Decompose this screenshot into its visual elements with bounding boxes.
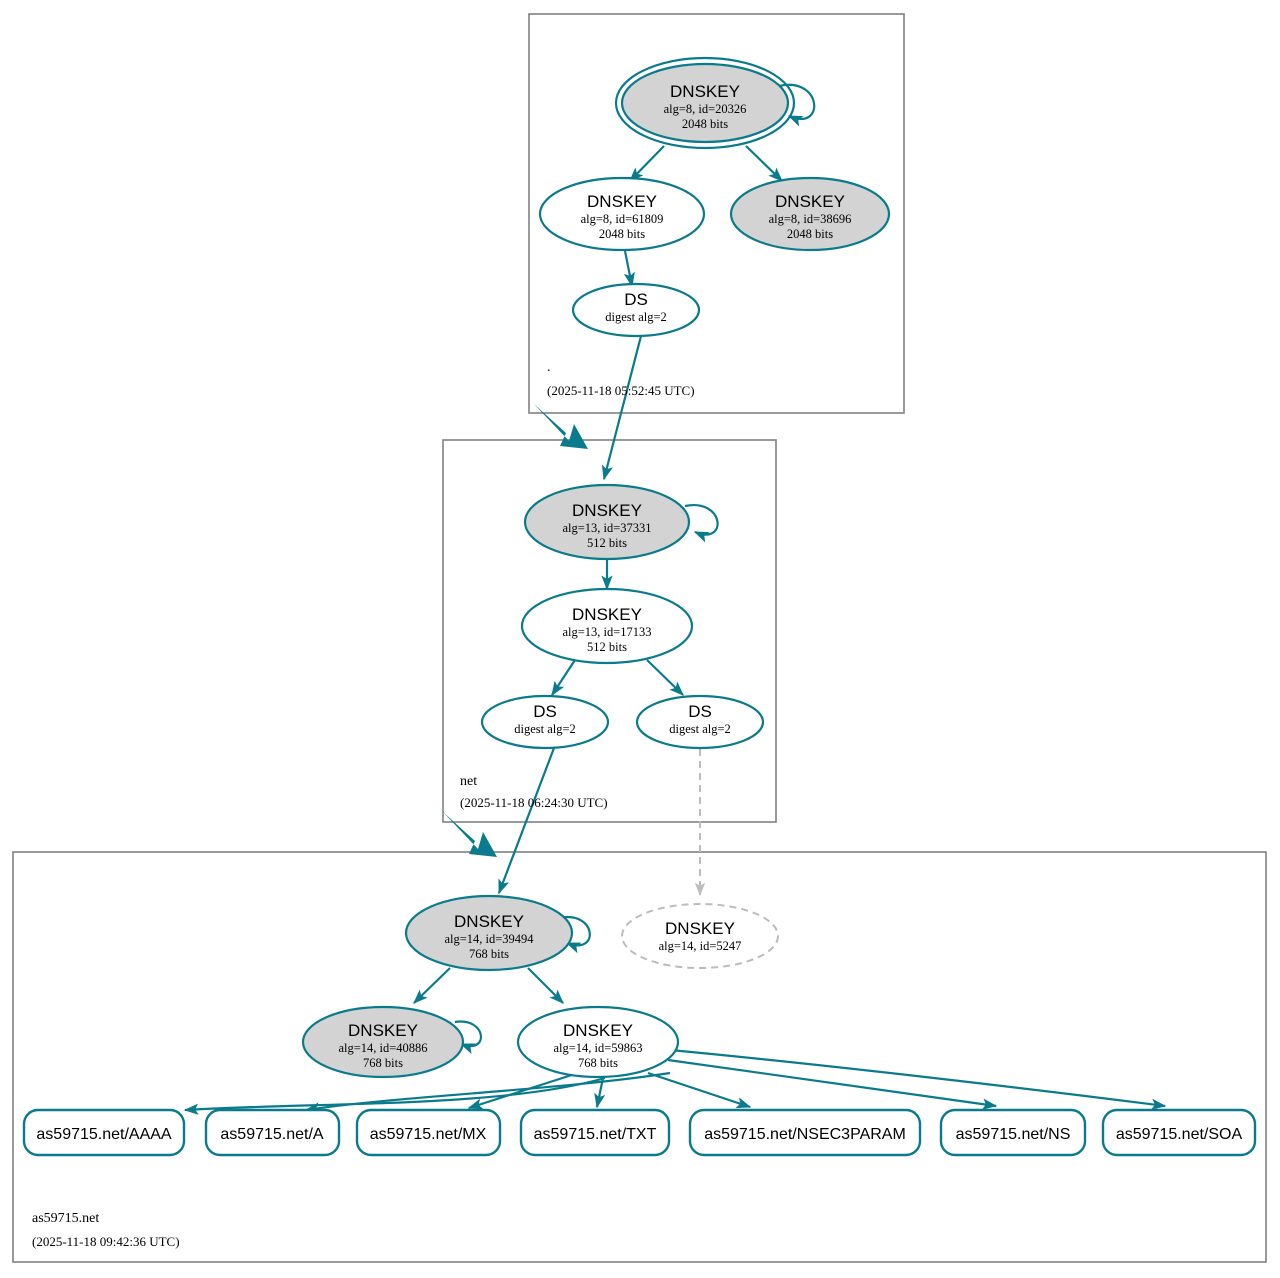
edge-zsk-to-rrset-nsec3param	[647, 1071, 752, 1109]
node-root-ksk-params: alg=8, id=20326	[664, 102, 747, 116]
edge-zone-ksk-to-key40886	[413, 967, 451, 1004]
rrset-txt-label: as59715.net/TXT	[534, 1126, 657, 1143]
node-zone-key-40886-size: 768 bits	[363, 1056, 403, 1070]
node-root-zsk-title: DNSKEY	[587, 192, 657, 211]
node-net-ksk-size: 512 bits	[587, 536, 627, 550]
edge-root-zsk-to-ds	[623, 250, 635, 288]
edge-zone-ksk-to-zsk	[527, 967, 564, 1004]
node-root-zsk-params: alg=8, id=61809	[581, 212, 664, 226]
edge-key40886-self-sign	[454, 1020, 483, 1055]
delegation-arrow-root-to-net	[534, 404, 588, 449]
node-zone-ghost-key-title: DNSKEY	[665, 919, 735, 938]
node-root-key-38696-title: DNSKEY	[775, 192, 845, 211]
node-net-ds-left-params: digest alg=2	[514, 722, 576, 736]
delegation-arrow-net-to-as59715	[443, 812, 497, 857]
edge-zsk-to-rrset-soa	[669, 1048, 1167, 1110]
rrset-mx[interactable]: as59715.net/MX	[355, 1108, 502, 1157]
edge-zsk-to-rrset-ns	[667, 1058, 998, 1110]
node-net-ds-right[interactable]: DS digest alg=2	[635, 694, 765, 750]
rrset-a-label: as59715.net/A	[220, 1126, 324, 1143]
edge-net-zsk-to-ds-right	[646, 659, 684, 696]
zone-timestamp-as59715: (2025-11-18 09:42:36 UTC)	[32, 1234, 180, 1249]
edge-root-ksk-to-zsk	[629, 145, 665, 182]
edge-net-zsk-to-ds-left	[551, 659, 576, 697]
node-zone-zsk-title: DNSKEY	[563, 1021, 633, 1040]
rrset-mx-label: as59715.net/MX	[370, 1126, 487, 1143]
edge-root-ksk-self-sign	[778, 83, 816, 127]
zone-box-root	[528, 13, 905, 414]
node-zone-key-40886-params: alg=14, id=40886	[338, 1041, 427, 1055]
node-net-ds-right-params: digest alg=2	[669, 722, 731, 736]
node-net-zsk-params: alg=13, id=17133	[562, 625, 651, 639]
node-root-ksk[interactable]: DNSKEY alg=8, id=20326 2048 bits	[614, 56, 796, 150]
node-zone-ksk-title: DNSKEY	[454, 912, 524, 931]
node-root-key-38696-params: alg=8, id=38696	[769, 212, 852, 226]
rrset-aaaa-label: as59715.net/AAAA	[36, 1126, 172, 1143]
node-net-zsk-title: DNSKEY	[572, 605, 642, 624]
node-zone-ksk-size: 768 bits	[469, 947, 509, 961]
zone-label-as59715: as59715.net	[32, 1211, 99, 1226]
node-zone-zsk[interactable]: DNSKEY alg=14, id=59863 768 bits	[516, 1005, 680, 1079]
edge-root-ds-to-net-ksk	[601, 335, 643, 481]
node-net-ds-right-title: DS	[688, 702, 712, 721]
node-zone-key-40886[interactable]: DNSKEY alg=14, id=40886 768 bits	[301, 1005, 465, 1079]
node-root-ksk-size: 2048 bits	[682, 117, 728, 131]
node-net-ksk-params: alg=13, id=37331	[562, 521, 651, 535]
node-zone-ghost-key[interactable]: DNSKEY alg=14, id=5247	[621, 903, 779, 969]
node-net-ds-left[interactable]: DS digest alg=2	[480, 694, 610, 750]
edge-zone-ksk-self-sign	[558, 915, 591, 954]
node-net-ksk[interactable]: DNSKEY alg=13, id=37331 512 bits	[523, 483, 691, 561]
node-root-zsk[interactable]: DNSKEY alg=8, id=61809 2048 bits	[538, 176, 706, 252]
edge-net-ksk-self-sign	[684, 504, 719, 543]
node-zone-zsk-params: alg=14, id=59863	[553, 1041, 642, 1055]
zone-timestamp-root: (2025-11-18 05:52:45 UTC)	[547, 383, 695, 398]
rrset-nsec3param[interactable]: as59715.net/NSEC3PARAM	[688, 1108, 922, 1157]
node-net-zsk-size: 512 bits	[587, 640, 627, 654]
node-zone-zsk-size: 768 bits	[578, 1056, 618, 1070]
node-zone-ksk[interactable]: DNSKEY alg=14, id=39494 768 bits	[404, 894, 574, 972]
node-zone-ksk-params: alg=14, id=39494	[444, 932, 534, 946]
edge-zsk-to-rrset-a	[304, 1071, 671, 1114]
rrset-ns[interactable]: as59715.net/NS	[939, 1108, 1087, 1157]
edge-root-ksk-to-key38696	[745, 145, 783, 182]
rrset-soa-label: as59715.net/SOA	[1116, 1126, 1243, 1143]
node-root-ksk-title: DNSKEY	[670, 82, 740, 101]
node-root-ds[interactable]: DS digest alg=2	[571, 282, 701, 338]
rrset-soa[interactable]: as59715.net/SOA	[1101, 1108, 1257, 1157]
rrset-txt[interactable]: as59715.net/TXT	[519, 1108, 671, 1157]
zone-box-net	[442, 439, 777, 823]
zone-label-net: net	[460, 774, 477, 789]
edge-zsk-to-rrset-txt	[594, 1077, 606, 1109]
edge-net-ds-to-zone-ksk	[497, 747, 556, 895]
node-zone-key-40886-title: DNSKEY	[348, 1021, 418, 1040]
node-root-key-38696[interactable]: DNSKEY alg=8, id=38696 2048 bits	[729, 176, 891, 252]
edge-zsk-to-rrset-aaaa	[183, 1076, 606, 1115]
rrset-aaaa[interactable]: as59715.net/AAAA	[22, 1108, 186, 1157]
edge-zsk-to-rrset-mx	[467, 1071, 579, 1110]
rrset-ns-label: as59715.net/NS	[956, 1126, 1071, 1143]
zone-timestamp-net: (2025-11-18 06:24:30 UTC)	[460, 795, 608, 810]
node-zone-ghost-key-params: alg=14, id=5247	[659, 939, 742, 953]
node-root-ds-params: digest alg=2	[605, 310, 667, 324]
node-net-ksk-title: DNSKEY	[572, 501, 642, 520]
node-root-ds-title: DS	[624, 290, 648, 309]
node-root-key-38696-size: 2048 bits	[787, 227, 833, 241]
rrset-nsec3param-label: as59715.net/NSEC3PARAM	[704, 1126, 906, 1143]
zone-box-as59715	[12, 851, 1267, 1263]
node-net-zsk[interactable]: DNSKEY alg=13, id=17133 512 bits	[520, 587, 694, 665]
node-root-zsk-size: 2048 bits	[599, 227, 645, 241]
node-net-ds-left-title: DS	[533, 702, 557, 721]
zone-label-root: .	[547, 360, 551, 375]
rrset-a[interactable]: as59715.net/A	[204, 1108, 341, 1157]
